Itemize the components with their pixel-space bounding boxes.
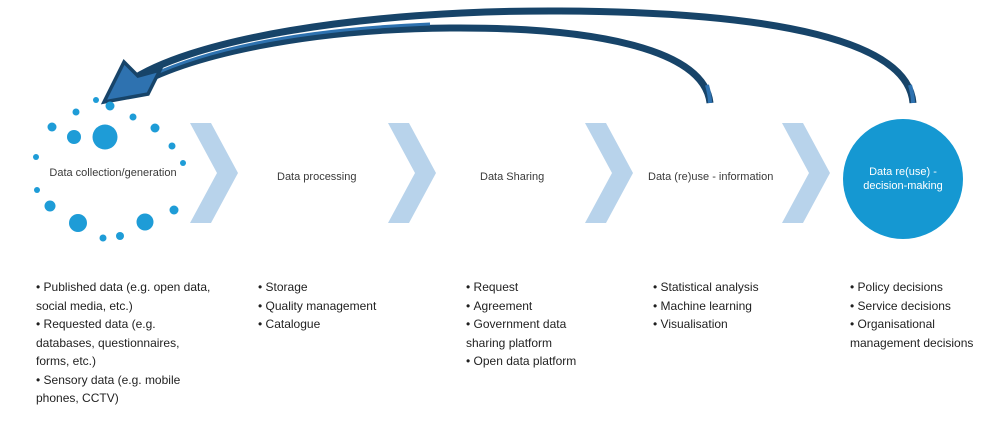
list-item: Visualisation (653, 315, 813, 334)
stage-label-sharing: Data Sharing (480, 171, 545, 183)
list-item: Organisational management decisions (850, 315, 1000, 352)
list-item: Government data sharing platform (466, 315, 596, 352)
stage-label-reuse-information: Data (re)use - information (648, 171, 774, 183)
list-item: Published data (e.g. open data, social m… (36, 278, 211, 315)
chevron-right-icon (585, 123, 633, 223)
chevron-right-icon (388, 123, 436, 223)
list-item: Requested data (e.g. databases, question… (36, 315, 211, 371)
data-cluster-dots-icon (33, 97, 186, 242)
reuse-information-items-list: Statistical analysis Machine learning Vi… (653, 278, 813, 334)
list-item: Catalogue (258, 315, 428, 334)
list-item: Machine learning (653, 297, 813, 316)
stage-label-processing: Data processing (277, 171, 357, 183)
list-item: Policy decisions (850, 278, 1000, 297)
stage-circle-reuse-decision-making: Data re(use) - decision-making (843, 119, 963, 239)
list-item: Request (466, 278, 596, 297)
collection-items-list: Published data (e.g. open data, social m… (36, 278, 211, 408)
feedback-arrow-outer-tail-accent (908, 84, 915, 104)
list-item: Storage (258, 278, 428, 297)
list-item: Service decisions (850, 297, 1000, 316)
chevron-right-icon (190, 123, 238, 223)
feedback-arrows (100, 7, 917, 105)
list-item: Sensory data (e.g. mobile phones, CCTV) (36, 371, 211, 408)
feedback-arrow-outer-icon (123, 7, 917, 104)
feedback-arrow-inner-icon (128, 24, 714, 104)
feedback-arrow-inner-tail-accent (705, 84, 712, 104)
list-item: Quality management (258, 297, 428, 316)
processing-items-list: Storage Quality management Catalogue (258, 278, 428, 334)
feedback-arrow-highlight (149, 22, 431, 78)
list-item: Statistical analysis (653, 278, 813, 297)
sharing-items-list: Request Agreement Government data sharin… (466, 278, 596, 371)
chevron-right-icon (782, 123, 830, 223)
list-item: Open data platform (466, 352, 596, 371)
feedback-arrowhead-icon (100, 59, 164, 105)
stage-label-collection: Data collection/generation (49, 167, 177, 179)
stage-label-reuse-decision-making: Data re(use) - decision-making (863, 165, 943, 192)
decision-making-items-list: Policy decisions Service decisions Organ… (850, 278, 1000, 352)
list-item: Agreement (466, 297, 596, 316)
